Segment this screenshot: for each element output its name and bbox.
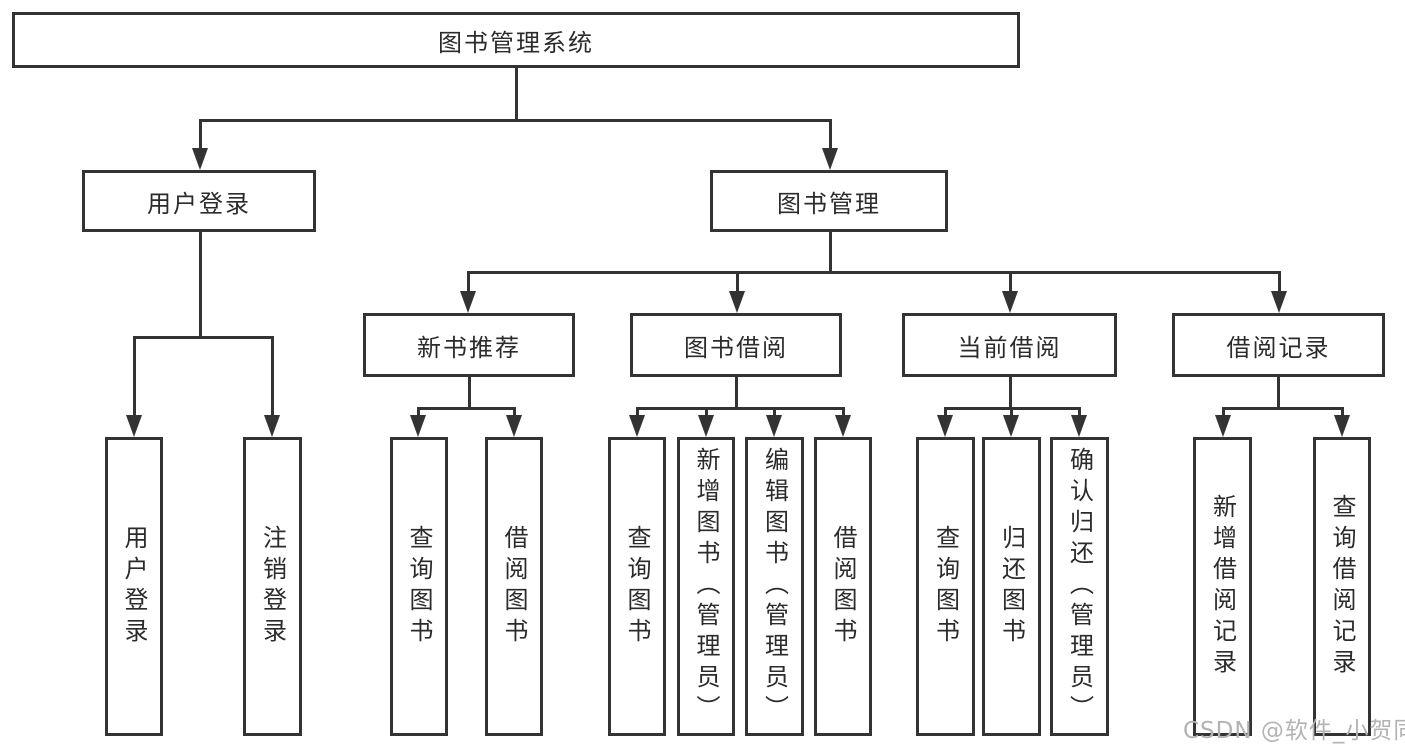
node-current-borrow-label: 当前借阅 — [957, 333, 1062, 362]
node-new-book-recommend: 新书推荐 — [363, 313, 575, 377]
connector-line — [1009, 271, 1012, 291]
leaf-borrow-add-books-admin: 新增图书（管理员） — [677, 437, 735, 736]
arrowhead-down-icon — [264, 415, 280, 437]
arrowhead-down-icon — [822, 148, 838, 170]
connector-line — [944, 407, 947, 415]
arrowhead-down-icon — [629, 415, 645, 437]
arrowhead-down-icon — [1071, 415, 1087, 437]
leaf-borrow-add-books-admin-label: 新增图书（管理员） — [692, 447, 720, 726]
node-book-borrow: 图书借阅 — [630, 313, 842, 377]
leaf-recommend-borrow-books-label: 借阅图书 — [500, 524, 528, 649]
connector-line — [842, 407, 845, 415]
leaf-borrow-borrow-books: 借阅图书 — [814, 437, 872, 736]
node-root-label: 图书管理系统 — [438, 28, 594, 57]
leaf-current-confirm-return-admin-label: 确认归还（管理员） — [1065, 447, 1094, 726]
connector-line — [515, 68, 518, 120]
connector-line — [1009, 377, 1012, 408]
connector-line — [1278, 271, 1281, 291]
connector-line — [829, 119, 832, 148]
arrowhead-down-icon — [460, 291, 476, 313]
connector-line — [133, 336, 136, 415]
arrowhead-down-icon — [126, 415, 142, 437]
node-current-borrow: 当前借阅 — [902, 313, 1117, 377]
leaf-borrow-edit-books-admin: 编辑图书（管理员） — [745, 437, 804, 736]
arrowhead-down-icon — [766, 415, 782, 437]
connector-line — [417, 407, 515, 410]
node-user-login-label: 用户登录 — [147, 189, 251, 218]
leaf-borrow-borrow-books-label: 借阅图书 — [829, 524, 857, 649]
leaf-recommend-query-books: 查询图书 — [390, 437, 448, 736]
connector-line — [1341, 407, 1344, 415]
connector-line — [773, 407, 776, 415]
leaf-current-return-books-label: 归还图书 — [997, 524, 1026, 649]
arrowhead-down-icon — [506, 415, 522, 437]
node-borrow-record: 借阅记录 — [1172, 313, 1385, 377]
node-book-management: 图书管理 — [710, 170, 948, 232]
leaf-recommend-borrow-books: 借阅图书 — [485, 437, 543, 736]
connector-line — [829, 232, 832, 272]
leaf-current-return-books: 归还图书 — [982, 437, 1041, 736]
connector-line — [1277, 377, 1280, 408]
connector-line — [736, 271, 739, 291]
connector-line — [1222, 407, 1343, 410]
connector-line — [199, 232, 202, 336]
arrowhead-down-icon — [1002, 291, 1018, 313]
arrowhead-down-icon — [410, 415, 426, 437]
arrowhead-down-icon — [1215, 415, 1231, 437]
leaf-current-query-books: 查询图书 — [916, 437, 975, 736]
node-book-management-label: 图书管理 — [777, 189, 881, 218]
connector-line — [1078, 407, 1081, 415]
leaf-borrow-edit-books-admin-label: 编辑图书（管理员） — [760, 447, 789, 726]
leaf-record-query-borrow-record: 查询借阅记录 — [1313, 437, 1371, 736]
connector-line — [1010, 407, 1013, 415]
leaf-logout-label: 注销登录 — [258, 524, 287, 649]
connector-line — [636, 407, 844, 410]
leaf-user-login-label: 用户登录 — [120, 524, 148, 649]
leaf-borrow-query-books-label: 查询图书 — [623, 524, 651, 649]
node-book-borrow-label: 图书借阅 — [684, 333, 788, 362]
arrowhead-down-icon — [192, 148, 208, 170]
leaf-logout: 注销登录 — [243, 437, 302, 736]
arrowhead-down-icon — [937, 415, 953, 437]
arrowhead-down-icon — [835, 415, 851, 437]
connector-line — [271, 336, 274, 415]
connector-line — [133, 336, 274, 339]
leaf-borrow-query-books: 查询图书 — [608, 437, 666, 736]
arrowhead-down-icon — [1271, 291, 1287, 313]
connector-line — [417, 407, 420, 415]
arrowhead-down-icon — [698, 415, 714, 437]
connector-line — [199, 119, 832, 122]
connector-line — [705, 407, 708, 415]
leaf-user-login: 用户登录 — [105, 437, 163, 736]
csdn-watermark: CSDN @软件_小贺同学 — [1183, 718, 1405, 744]
leaf-current-confirm-return-admin: 确认归还（管理员） — [1050, 437, 1109, 736]
arrowhead-down-icon — [1003, 415, 1019, 437]
connector-line — [1222, 407, 1225, 415]
node-new-book-recommend-label: 新书推荐 — [417, 333, 521, 362]
leaf-record-query-borrow-record-label: 查询借阅记录 — [1328, 493, 1356, 680]
connector-line — [636, 407, 639, 415]
arrowhead-down-icon — [1334, 415, 1350, 437]
node-root: 图书管理系统 — [12, 12, 1020, 68]
connector-line — [467, 271, 470, 291]
leaf-current-query-books-label: 查询图书 — [931, 524, 960, 649]
leaf-record-add-borrow-record-label: 新增借阅记录 — [1208, 493, 1237, 680]
leaf-record-add-borrow-record: 新增借阅记录 — [1193, 437, 1252, 736]
connector-line — [735, 377, 738, 408]
connector-line — [199, 119, 202, 148]
arrowhead-down-icon — [729, 291, 745, 313]
node-borrow-record-label: 借阅记录 — [1226, 333, 1331, 362]
connector-line — [467, 271, 1280, 274]
node-user-login: 用户登录 — [82, 170, 316, 232]
leaf-recommend-query-books-label: 查询图书 — [405, 524, 433, 649]
connector-line — [513, 407, 516, 415]
connector-line — [468, 377, 471, 408]
